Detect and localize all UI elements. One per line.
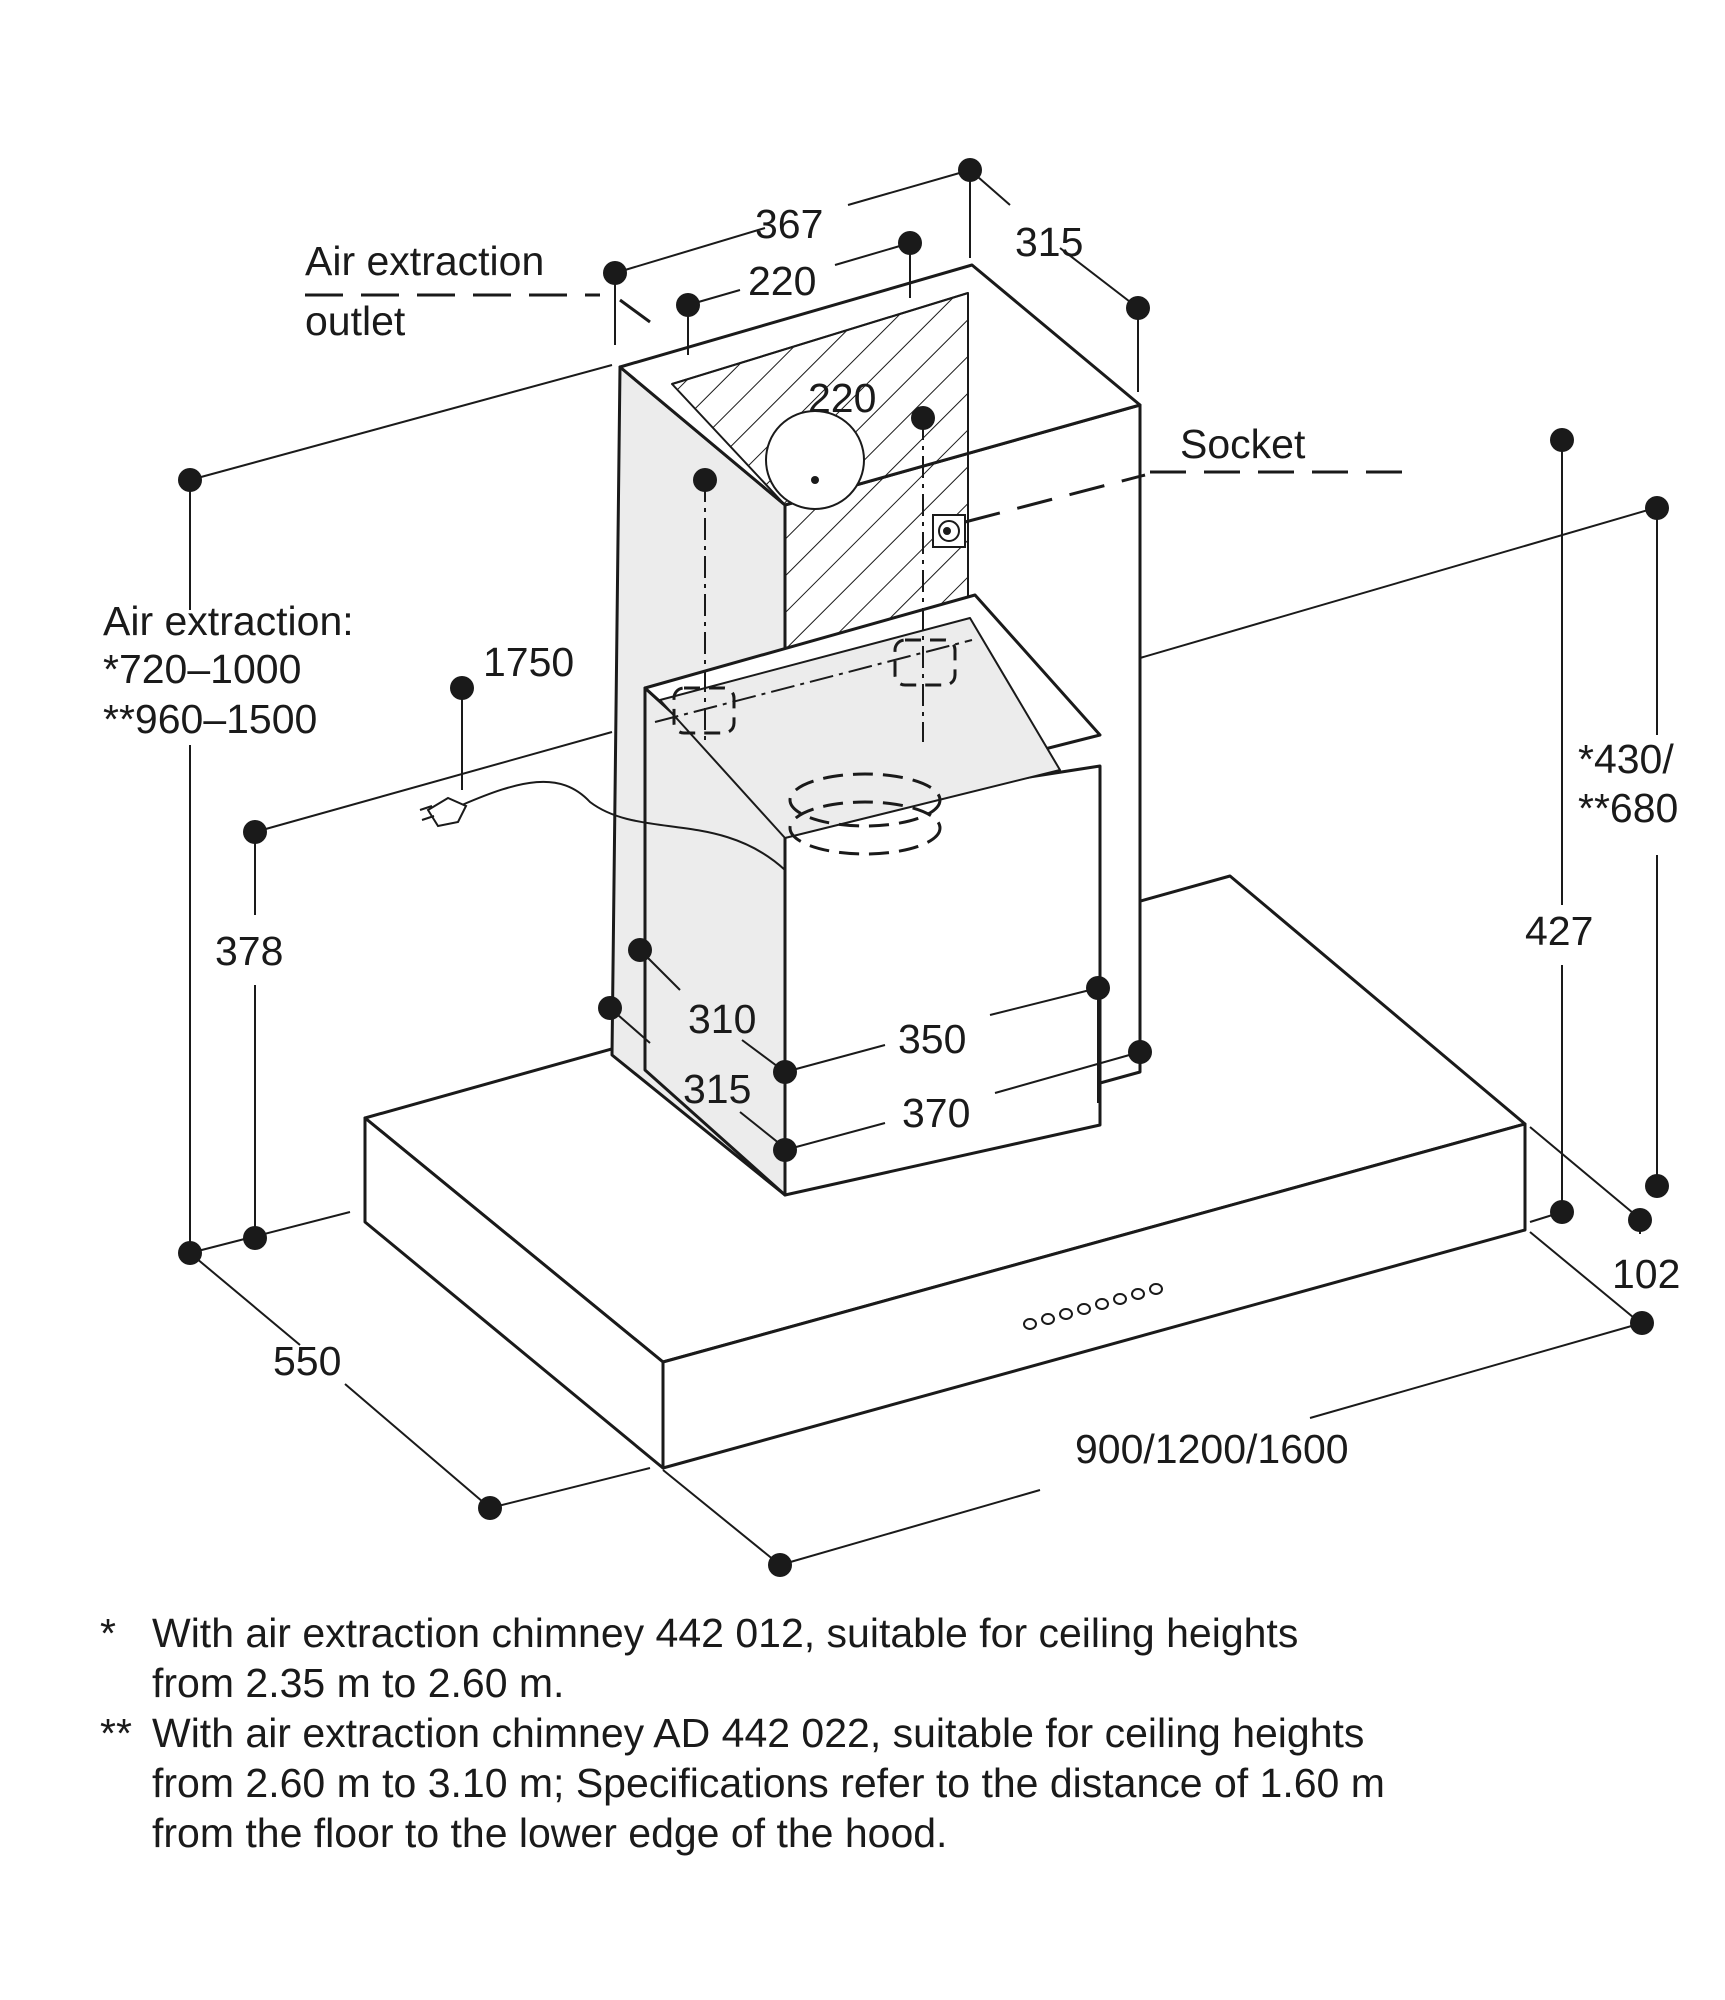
label-air-extraction-outlet-2: outlet	[305, 298, 406, 344]
dim-socket-height: 378	[215, 928, 283, 974]
dim-inner-width: 350	[898, 1016, 966, 1062]
dim-top-depth: 315	[1015, 219, 1083, 265]
label-air-extraction-outlet-1: Air extraction	[305, 238, 544, 284]
dim-outer-width: 370	[902, 1090, 970, 1136]
dim-top-width: 367	[755, 201, 823, 247]
label-430-680-2: **680	[1578, 785, 1678, 831]
dimension-dots	[178, 158, 1669, 1577]
footnote-mark: *	[100, 1610, 116, 1656]
outlet-opening	[765, 410, 865, 510]
dim-canopy-depth: 550	[273, 1338, 341, 1384]
mount-brackets	[672, 638, 957, 735]
footnote-text: With air extraction chimney 442 012, sui…	[152, 1610, 1299, 1706]
dim-chimney-height: 427	[1525, 908, 1593, 954]
footnote-text: With air extraction chimney AD 442 022, …	[152, 1710, 1385, 1856]
footnote-1: * With air extraction chimney 442 012, s…	[100, 1608, 1660, 1708]
canopy-left	[363, 1116, 665, 1470]
footnotes: * With air extraction chimney 442 012, s…	[100, 1608, 1660, 1858]
dim-inner-depth: 310	[688, 996, 756, 1042]
fan-ring	[788, 772, 942, 856]
label-socket: Socket	[1180, 421, 1306, 467]
label-air-extraction-heights-1: Air extraction:	[103, 598, 354, 644]
power-cable	[419, 780, 786, 871]
label-air-extraction-heights-2: *720–1000	[103, 646, 301, 692]
dim-canopy-width: 900/1200/1600	[1075, 1426, 1349, 1472]
centre-line	[654, 639, 973, 723]
socket-icon	[932, 514, 966, 548]
dim-outer-depth: 315	[683, 1066, 751, 1112]
label-430-680-1: *430/	[1578, 736, 1674, 782]
dim-cable-length: 1750	[483, 639, 574, 685]
label-air-extraction-heights-3: **960–1500	[103, 696, 317, 742]
installation-diagram: Air extraction outlet Socket Air extract…	[103, 158, 1680, 1577]
inner-chimney	[643, 593, 1102, 1197]
dim-canopy-height: 102	[1612, 1251, 1680, 1297]
control-buttons	[1023, 1283, 1163, 1330]
diagram-labels: Air extraction outlet Socket Air extract…	[103, 201, 1680, 1472]
footnote-2: ** With air extraction chimney AD 442 02…	[100, 1708, 1660, 1858]
footnote-mark: **	[100, 1710, 132, 1756]
dim-outlet-offset: 220	[748, 258, 816, 304]
dim-outlet-center-offset: 220	[808, 375, 876, 421]
inner-funnel	[659, 617, 1061, 839]
dimension-lines	[189, 169, 1658, 1566]
wall-mount-bracket	[671, 292, 969, 598]
